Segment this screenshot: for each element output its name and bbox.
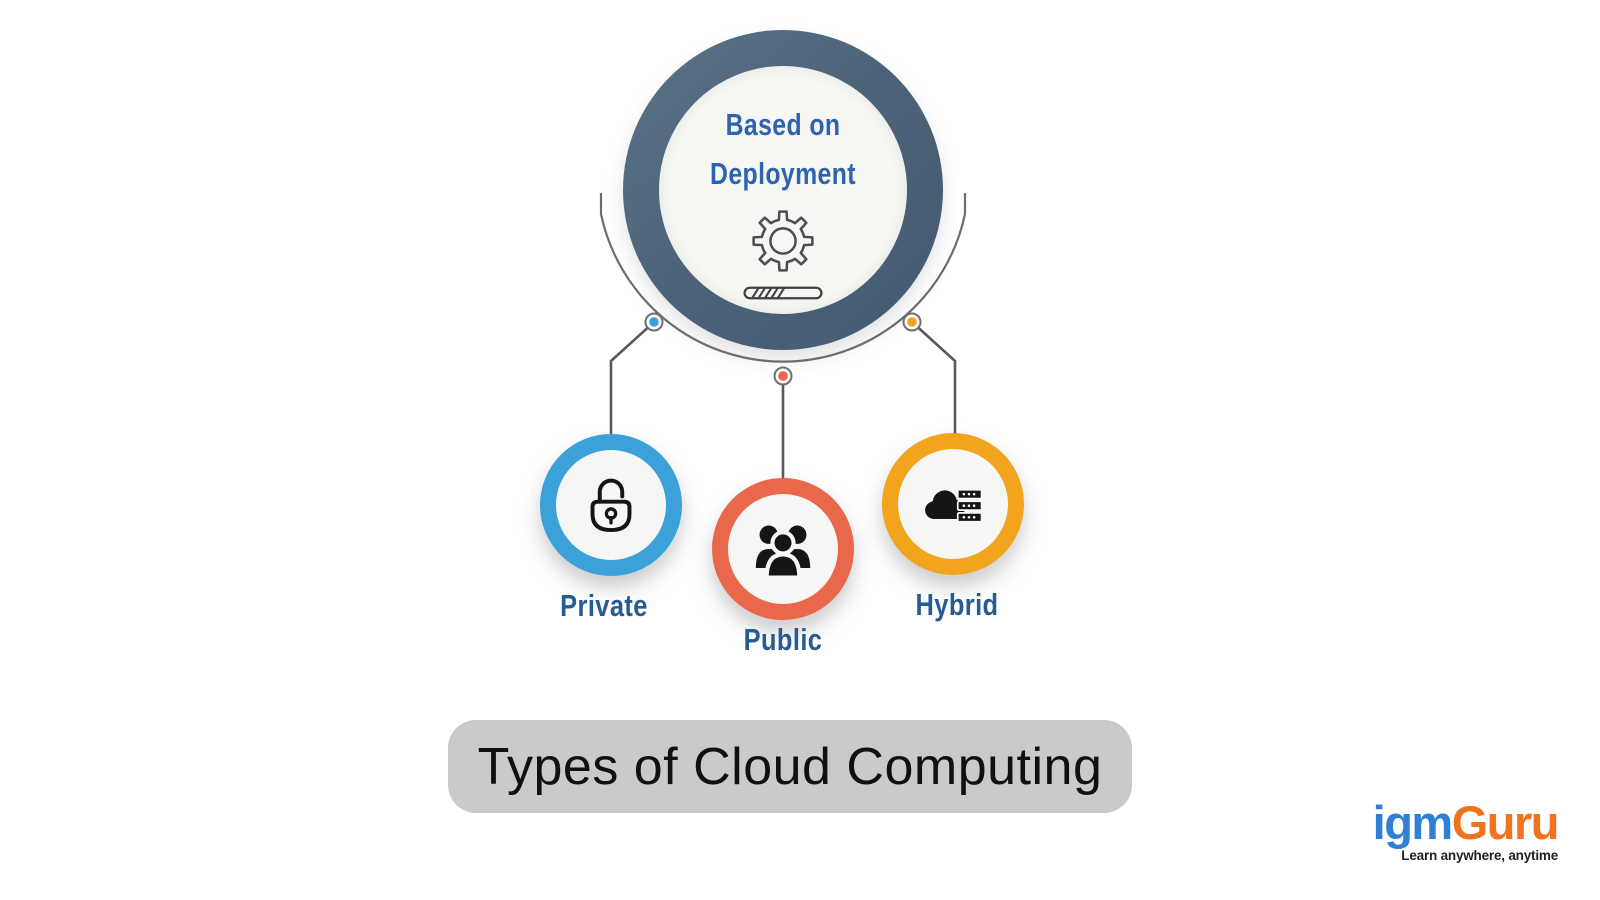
root-title-line2: Deployment <box>710 156 856 191</box>
connector-dot-hybrid <box>902 312 922 332</box>
node-label-private: Private <box>560 588 648 623</box>
root-node-based-on-deployment: Based on Deployment <box>623 30 943 350</box>
unlocked-padlock-icon <box>578 472 644 538</box>
logo-tagline: Learn anywhere, anytime <box>1401 848 1558 863</box>
people-group-icon <box>749 515 817 583</box>
cloud-server-icon <box>919 470 987 538</box>
node-label-hybrid: Hybrid <box>915 587 999 622</box>
node-label-public: Public <box>743 622 823 657</box>
connector-line-hybrid <box>911 321 957 437</box>
title-banner: Types of Cloud Computing <box>448 720 1132 813</box>
connector-dot-private <box>644 312 664 332</box>
connector-dot-public <box>773 366 793 386</box>
loading-bar-icon <box>743 285 823 301</box>
page-title: Types of Cloud Computing <box>477 737 1103 796</box>
root-node-inner: Based on Deployment <box>659 66 907 314</box>
connector-line-private <box>609 321 655 438</box>
gear-icon <box>746 204 820 278</box>
node-private <box>540 434 682 576</box>
root-node-title: Based on Deployment <box>684 100 882 198</box>
brand-logo: igmGuru Learn anywhere, anytime <box>1372 796 1560 863</box>
node-public <box>712 478 854 620</box>
logo-wordmark: igmGuru <box>1372 796 1560 849</box>
node-hybrid <box>882 433 1024 575</box>
bracket-arc <box>599 193 967 363</box>
logo-part1: igm <box>1372 796 1454 849</box>
logo-part2: Guru <box>1451 796 1560 849</box>
root-title-line1: Based on <box>725 107 841 142</box>
